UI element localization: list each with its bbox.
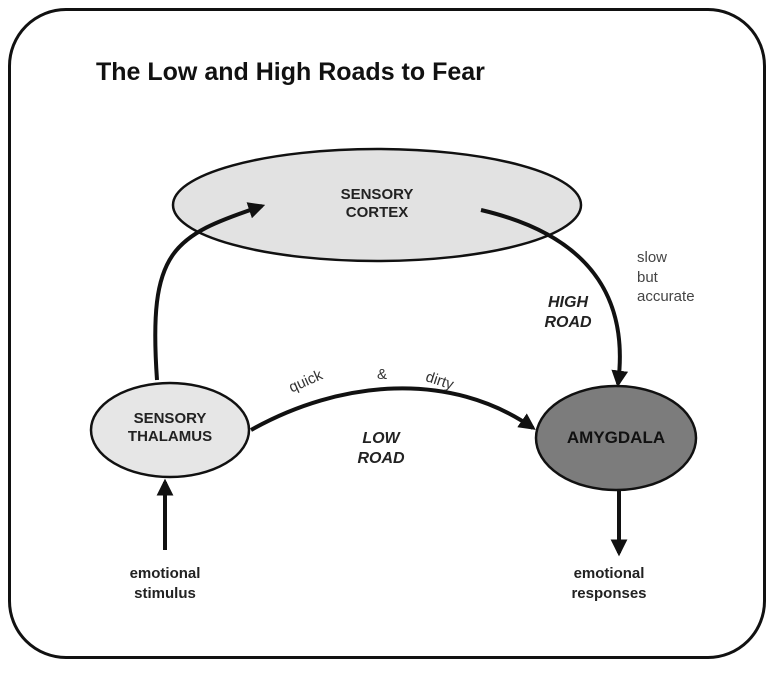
diagram-frame — [8, 8, 766, 659]
sensory-cortex-label-line2: CORTEX — [345, 204, 409, 221]
thalamus-to-cortex-arrow — [153, 202, 266, 381]
amygdala-label: AMYGDALA — [536, 428, 696, 448]
high-road-note: slow but accurate — [637, 248, 747, 307]
emotional-responses-label-line1: emotional — [573, 565, 645, 582]
emotional-responses-label-line2: responses — [571, 584, 647, 602]
low-road-label-line2: ROAD — [357, 450, 405, 467]
sensory-thalamus-label-line1: SENSORY — [133, 410, 207, 427]
low-road-arrow — [250, 386, 536, 432]
emotional-stimulus-label-line2: stimulus — [134, 584, 196, 602]
high-road-note-line3: accurate — [637, 288, 695, 305]
high-road-label: HIGH ROAD — [528, 293, 608, 333]
low-road-label: LOW ROAD — [341, 429, 421, 469]
sensory-thalamus-node — [89, 381, 251, 479]
low-road-label-line1: LOW — [362, 430, 400, 447]
emotional-stimulus-label-line1: emotional — [129, 565, 201, 582]
sensory-cortex-node — [171, 147, 583, 263]
emotional-stimulus-label: emotional stimulus — [90, 564, 240, 603]
diagram-title: The Low and High Roads to Fear — [96, 58, 485, 86]
sensory-thalamus-label-line2: THALAMUS — [127, 428, 213, 445]
sensory-cortex-label: SENSORY CORTEX — [297, 186, 457, 222]
sensory-thalamus-label: SENSORY THALAMUS — [90, 410, 250, 446]
high-road-label-line2: ROAD — [544, 314, 592, 331]
emotional-responses-label: emotional responses — [534, 564, 684, 603]
high-road-arrow — [480, 208, 629, 388]
amygdala-label-line1: AMYGDALA — [566, 428, 666, 447]
high-road-label-line1: HIGH — [548, 294, 588, 311]
high-road-note-line2: but — [637, 268, 658, 286]
high-road-note-line1: slow — [637, 249, 668, 266]
low-road-note-ampersand: & — [377, 366, 388, 383]
sensory-cortex-label-line1: SENSORY — [340, 186, 414, 203]
